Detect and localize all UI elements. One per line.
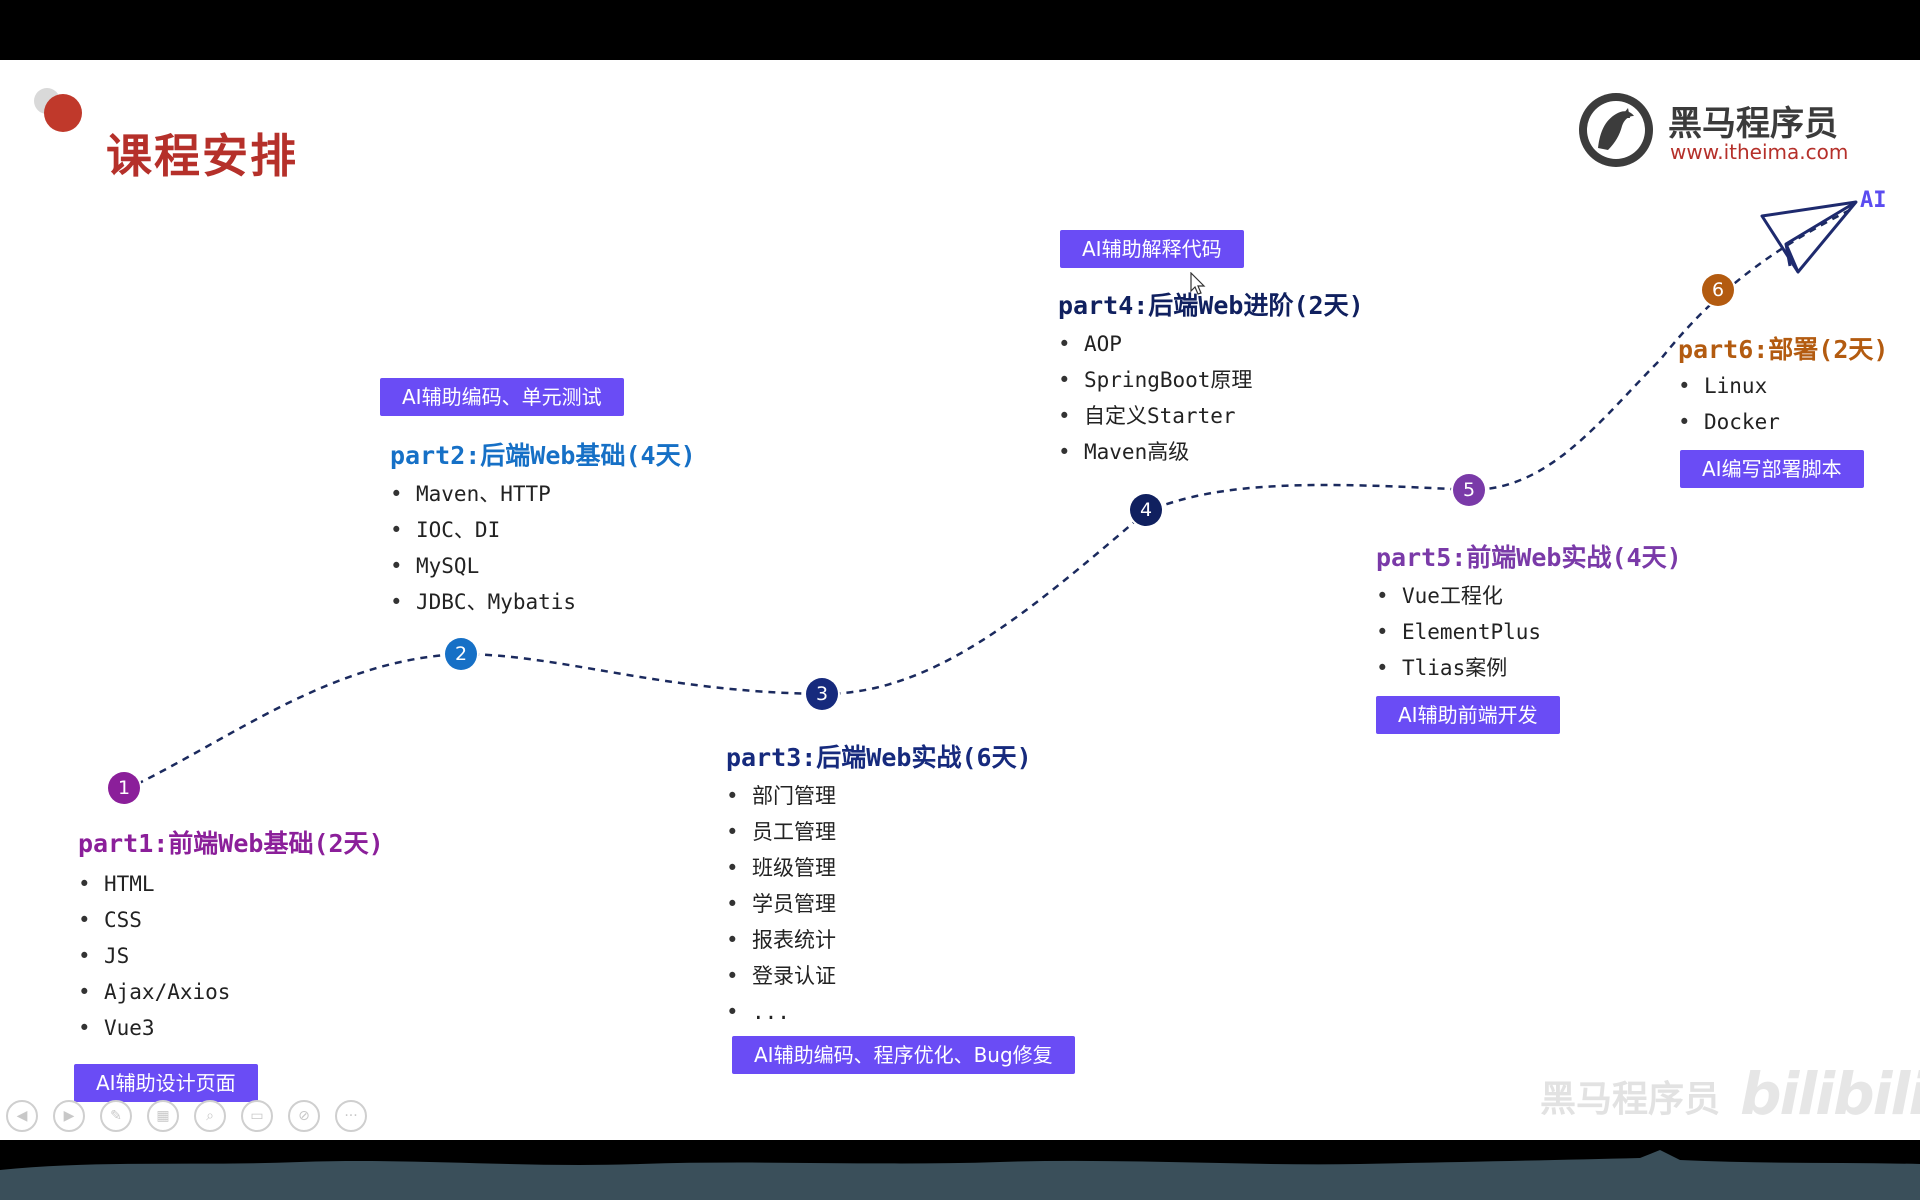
list-item: •MySQL (390, 554, 480, 578)
mouse-cursor-icon (1190, 272, 1206, 295)
step-node-1: 1 (108, 772, 140, 804)
part4-items: •AOP •SpringBoot原理 •自定义Starter •Maven高级 (1058, 326, 1252, 470)
list-item: •HTML (78, 872, 155, 896)
bilibili-watermark: bilibili (1740, 1060, 1920, 1128)
video-progress-waveform (0, 1150, 1920, 1200)
title-dot-red (44, 94, 82, 132)
logo-url: www.itheima.com (1670, 140, 1849, 164)
previous-icon[interactable]: ◀ (6, 1100, 38, 1132)
part4-ai-tag: AI辅助解释代码 (1060, 230, 1244, 268)
next-icon[interactable]: ▶ (53, 1100, 85, 1132)
list-item: •Tlias案例 (1376, 656, 1508, 680)
itheima-logo: 黑马程序员 www.itheima.com (1576, 90, 1876, 170)
dashed-route-line (124, 208, 1851, 792)
part1-title: part1:前端Web基础(2天) (78, 829, 384, 858)
list-item: •Ajax/Axios (78, 980, 231, 1004)
logo-name: 黑马程序员 (1668, 104, 1838, 144)
part6-items: •Linux •Docker (1678, 368, 1780, 440)
step-node-4: 4 (1130, 494, 1162, 526)
list-item: •Maven、HTTP (390, 482, 551, 506)
list-item: •Vue3 (78, 1016, 155, 1040)
brand-watermark: 黑马程序员 (1540, 1079, 1721, 1120)
list-item: •登录认证 (726, 964, 836, 988)
list-item: •IOC、DI (390, 518, 501, 542)
list-item: •CSS (78, 908, 142, 932)
list-item: •班级管理 (726, 856, 836, 880)
route-path (124, 208, 1851, 792)
more-icon[interactable]: ··· (335, 1100, 367, 1132)
part6-title: part6:部署(2天) (1678, 335, 1889, 364)
zoom-icon[interactable]: ⌕ (194, 1100, 226, 1132)
list-item: •JS (78, 944, 130, 968)
step-node-6: 6 (1702, 274, 1734, 306)
part1-ai-tag: AI辅助设计页面 (74, 1064, 258, 1102)
part1-items: •HTML •CSS •JS •Ajax/Axios •Vue3 (78, 866, 230, 1046)
subtitle-icon[interactable]: ▭ (241, 1100, 273, 1132)
list-item: •自定义Starter (1058, 404, 1236, 428)
pen-icon[interactable]: ✎ (100, 1100, 132, 1132)
list-item: •学员管理 (726, 892, 836, 916)
list-item: •Vue工程化 (1376, 584, 1503, 608)
part2-title: part2:后端Web基础(4天) (390, 441, 696, 470)
step-node-2: 2 (445, 638, 477, 670)
step-node-3: 3 (806, 678, 838, 710)
step-node-5: 5 (1453, 474, 1485, 506)
list-item: •报表统计 (726, 928, 836, 952)
list-item: •员工管理 (726, 820, 836, 844)
part3-ai-tag: AI辅助编码、程序优化、Bug修复 (732, 1036, 1075, 1074)
bottom-bar (0, 1140, 1920, 1200)
ai-label: AI (1860, 188, 1887, 213)
slides-icon[interactable]: ▦ (147, 1100, 179, 1132)
paper-plane-icon (1760, 200, 1858, 274)
list-item: •AOP (1058, 332, 1122, 356)
list-item: •Docker (1678, 410, 1780, 434)
list-item: •SpringBoot原理 (1058, 368, 1253, 392)
part5-title: part5:前端Web实战(4天) (1376, 543, 1682, 572)
list-item: •Maven高级 (1058, 440, 1190, 464)
list-item: •JDBC、Mybatis (390, 590, 577, 614)
part2-items: •Maven、HTTP •IOC、DI •MySQL •JDBC、Mybatis (390, 476, 576, 620)
part5-items: •Vue工程化 •ElementPlus •Tlias案例 (1376, 578, 1541, 686)
part3-items: •部门管理 •员工管理 •班级管理 •学员管理 •报表统计 •登录认证 •... (726, 778, 836, 1030)
part6-ai-tag: AI编写部署脚本 (1680, 450, 1864, 488)
slide-title: 课程安排 (106, 129, 298, 183)
top-black-bar (0, 0, 1920, 60)
horse-logo-icon (1579, 93, 1653, 167)
list-item: •ElementPlus (1376, 620, 1542, 644)
list-item: •部门管理 (726, 784, 836, 808)
part5-ai-tag: AI辅助前端开发 (1376, 696, 1560, 734)
list-item: •... (726, 1000, 790, 1024)
slide: 课程安排 黑马程序员 www.itheima.com AI 1 part1:前端… (0, 60, 1920, 1140)
part2-ai-tag: AI辅助编码、单元测试 (380, 378, 624, 416)
camera-off-icon[interactable]: ⊘ (288, 1100, 320, 1132)
part4-title: part4:后端Web进阶(2天) (1058, 291, 1364, 320)
list-item: •Linux (1678, 374, 1768, 398)
part3-title: part3:后端Web实战(6天) (726, 743, 1032, 772)
